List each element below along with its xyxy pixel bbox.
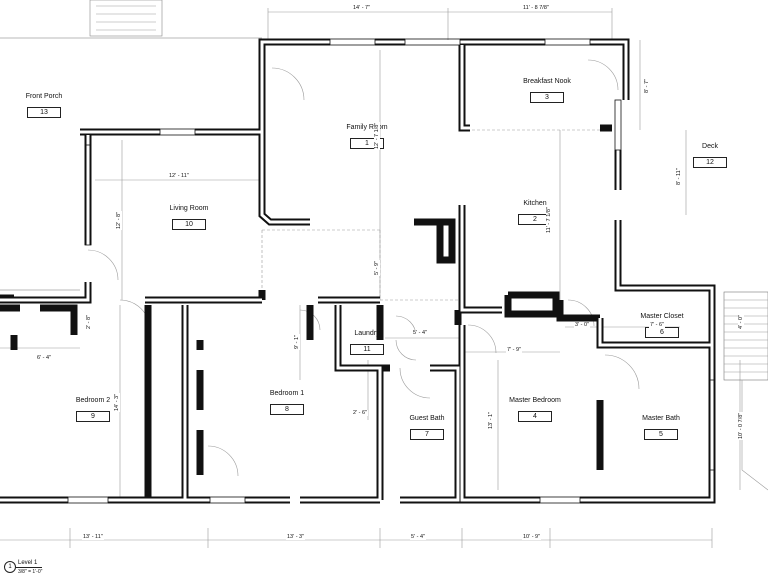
dimension-label: 7' - 6" — [649, 322, 666, 328]
room-tag: 3 — [530, 92, 564, 103]
room-name: Living Room — [169, 205, 209, 212]
room-laundry[interactable]: Laundry 11 — [344, 329, 390, 356]
room-tag: 6 — [645, 327, 679, 338]
room-name: Deck — [702, 143, 718, 150]
dimension-label: 13' - 3" — [286, 534, 306, 540]
room-guest-bath[interactable]: Guest Bath 7 — [404, 414, 450, 441]
room-tag: 8 — [270, 404, 304, 415]
room-name: Family Room — [346, 124, 388, 131]
dimension-label: 11' - 8 7/8" — [522, 5, 550, 11]
room-tag: 11 — [350, 344, 384, 355]
dimension-label: 8' - 11" — [676, 167, 682, 186]
dimension-label: 5' - 4" — [410, 534, 427, 540]
dimension-label: 6' - 4" — [36, 355, 53, 361]
dimension-label: 4' - 0" — [738, 313, 744, 330]
dimension-label: 3' - 0" — [574, 322, 591, 328]
room-name: Guest Bath — [409, 415, 445, 422]
room-tag: 12 — [693, 157, 727, 168]
dimension-label: 5' - 9" — [374, 259, 380, 276]
dimension-label: 13' - 1" — [488, 410, 494, 430]
view-scale: 3/8" = 1'-0" — [18, 569, 43, 575]
room-tag: 13 — [27, 107, 61, 118]
room-living-room[interactable]: Living Room 10 — [160, 204, 218, 231]
room-family-room[interactable]: Family Room 1 — [338, 123, 396, 150]
room-name: Bedroom 2 — [75, 397, 111, 404]
dimension-label: 12' - 8" — [116, 210, 122, 230]
view-title-underline — [16, 567, 42, 568]
room-tag: 4 — [518, 411, 552, 422]
room-name: Laundry — [354, 330, 380, 337]
room-name: Master Bath — [642, 415, 680, 422]
dimension-label: 10' - 9" — [522, 534, 542, 540]
room-bedroom-2[interactable]: Bedroom 2 9 — [66, 396, 120, 423]
room-master-bedroom[interactable]: Master Bedroom 4 — [500, 396, 570, 423]
room-name: Kitchen — [523, 200, 547, 207]
room-kitchen[interactable]: Kitchen 2 — [506, 199, 564, 226]
dimension-label: 7' - 9" — [506, 347, 523, 353]
dimension-label: 11' - 7 1/8" — [546, 206, 552, 234]
view-number-bubble: 1 — [4, 561, 16, 573]
dimension-label: 14' - 7" — [352, 5, 372, 11]
dimension-label: 12' - 11" — [168, 173, 190, 179]
room-deck[interactable]: Deck 12 — [690, 142, 730, 169]
dimension-label: 8' - 7" — [644, 77, 650, 94]
room-tag: 1 — [350, 138, 384, 149]
room-tag: 9 — [76, 411, 110, 422]
dimension-label: 5' - 4" — [412, 330, 429, 336]
dimension-label: 12' - 7 1/8" — [374, 121, 380, 150]
dimension-label: 10' - 0 7/8" — [738, 411, 744, 440]
room-name: Bedroom 1 — [269, 390, 305, 397]
room-tag: 10 — [172, 219, 206, 230]
room-name: Breakfast Nook — [523, 78, 571, 85]
room-tag: 7 — [410, 429, 444, 440]
dimension-label: 9' - 1" — [294, 333, 300, 350]
room-master-bath[interactable]: Master Bath 5 — [634, 414, 688, 441]
dimension-label: 14' - 3" — [114, 392, 120, 412]
dimension-label: 2' - 6" — [352, 410, 369, 416]
dimension-label: 2' - 8" — [86, 313, 92, 330]
dimension-label: 13' - 11" — [82, 534, 104, 540]
room-name: Master Bedroom — [509, 397, 561, 404]
room-name: Master Closet — [640, 313, 684, 320]
room-name: Front Porch — [25, 93, 63, 100]
room-breakfast-nook[interactable]: Breakfast Nook 3 — [514, 77, 580, 104]
view-name: Level 1 — [18, 560, 38, 566]
room-tag: 5 — [644, 429, 678, 440]
room-front-porch[interactable]: Front Porch 13 — [18, 92, 70, 119]
room-bedroom-1[interactable]: Bedroom 1 8 — [260, 389, 314, 416]
